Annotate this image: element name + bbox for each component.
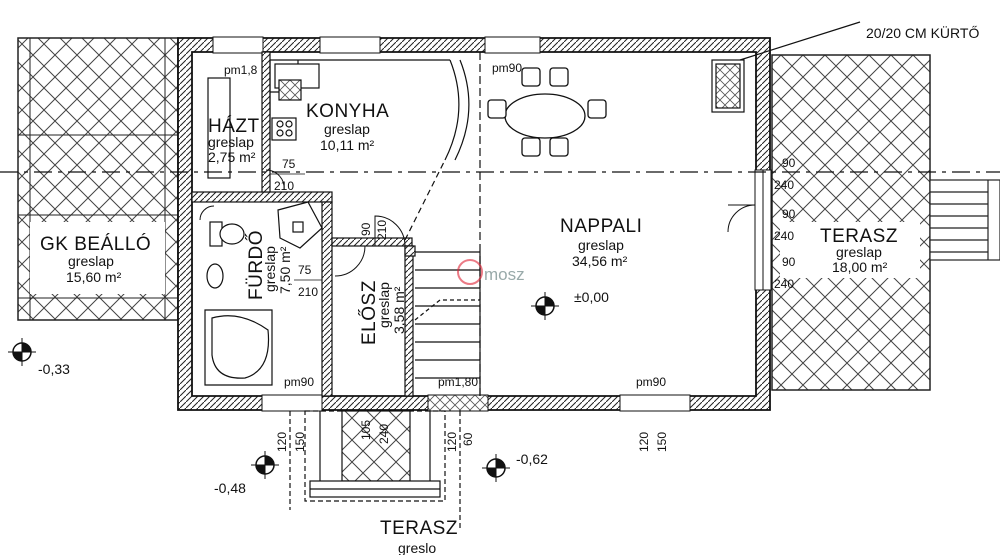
level-west: -0,33 [38,361,70,377]
room-floor-elosz: greslap [376,282,392,328]
dim-east-d6: 240 [774,277,794,291]
exterior-walls [177,36,772,412]
dim-east-d1: 90 [782,156,796,170]
interior-walls [191,51,416,397]
room-name-terasz-south: TERASZ [380,518,458,539]
watermark-text: mosz [484,265,525,284]
room-name-konyha: KONYHA [306,101,389,122]
dim-entry-side-w: 120 [445,432,459,452]
room-floor-hazt: greslap [208,134,254,150]
kitchen-counter [269,59,450,141]
dim-se-w: 120 [637,432,651,452]
room-floor-nappali: greslap [578,237,624,253]
east-terrace [771,54,931,391]
room-area-nappali: 34,56 m² [572,253,628,269]
room-name-nappali: NAPPALI [560,216,642,237]
dim-sw-w: 120 [275,432,289,452]
chimney-note: 20/20 CM KÜRTŐ [866,24,979,41]
room-floor-konyha: greslap [324,121,370,137]
room-floor-terasz-east: greslap [836,244,882,260]
dim-pm-hazt: pm1,8 [224,63,258,77]
dim-elosz-door-w: 90 [359,222,373,236]
room-area-furdo: 7,50 m² [277,246,293,294]
level-southwest: -0,48 [214,480,246,496]
room-floor-furdo: greslap [262,246,278,292]
dim-pm-konyha: pm90 [492,61,522,75]
room-name-terasz-east: TERASZ [820,226,898,247]
watermark-logo: mosz [457,259,525,285]
room-floor-gk-beallo: greslap [68,253,114,269]
room-floor-terasz-south: greslo [398,540,436,555]
dim-hazt-door-h: 210 [274,179,294,193]
room-area-hazt: 2,75 m² [208,149,256,165]
dim-pm-furdo: pm90 [284,375,314,389]
dim-se-h: 150 [655,432,669,452]
door-swings [199,169,756,277]
bathroom-fixtures [204,201,323,386]
level-nappali: ±0,00 [574,289,609,305]
east-stairs [929,179,1000,261]
pantry-shelf [207,77,231,179]
level-south: -0,62 [516,451,548,467]
dim-furdo-door-h: 210 [298,285,318,299]
dim-east-d3: 90 [782,207,796,221]
dim-east-d5: 90 [782,255,796,269]
dim-elosz-door-h: 210 [375,220,389,240]
dim-furdo-door-w: 75 [298,263,312,277]
carport-area [17,37,179,321]
room-area-elosz: 3,58 m² [391,286,407,334]
room-name-elosz: ELŐSZ [358,280,380,345]
dim-entry-side-h: 60 [461,432,475,446]
level-markers [8,292,559,482]
room-name-gk-beallo: GK BEÁLLÓ [40,233,151,255]
room-area-terasz-east: 18,00 m² [832,259,888,275]
dim-sw-h: 150 [293,432,307,452]
dim-entry-h: 240 [377,424,391,444]
dim-pm-entry: pm1,80 [438,375,478,389]
dining-table [487,67,607,157]
room-area-konyha: 10,11 m² [320,137,375,153]
section-line-diag [404,159,446,241]
dim-entry-w: 105 [359,420,373,440]
dim-hazt-door-w: 75 [282,157,296,171]
room-name-furdo: FÜRDŐ [245,230,267,300]
dim-pm-nappali: pm90 [636,375,666,389]
dim-east-d2: 240 [774,178,794,192]
entry-porch [289,410,461,530]
dim-east-d4: 240 [774,229,794,243]
chimney [711,21,861,113]
room-area-gk-beallo: 15,60 m² [66,269,122,285]
stairs [414,52,481,396]
room-name-hazt: HÁZT [208,116,260,137]
